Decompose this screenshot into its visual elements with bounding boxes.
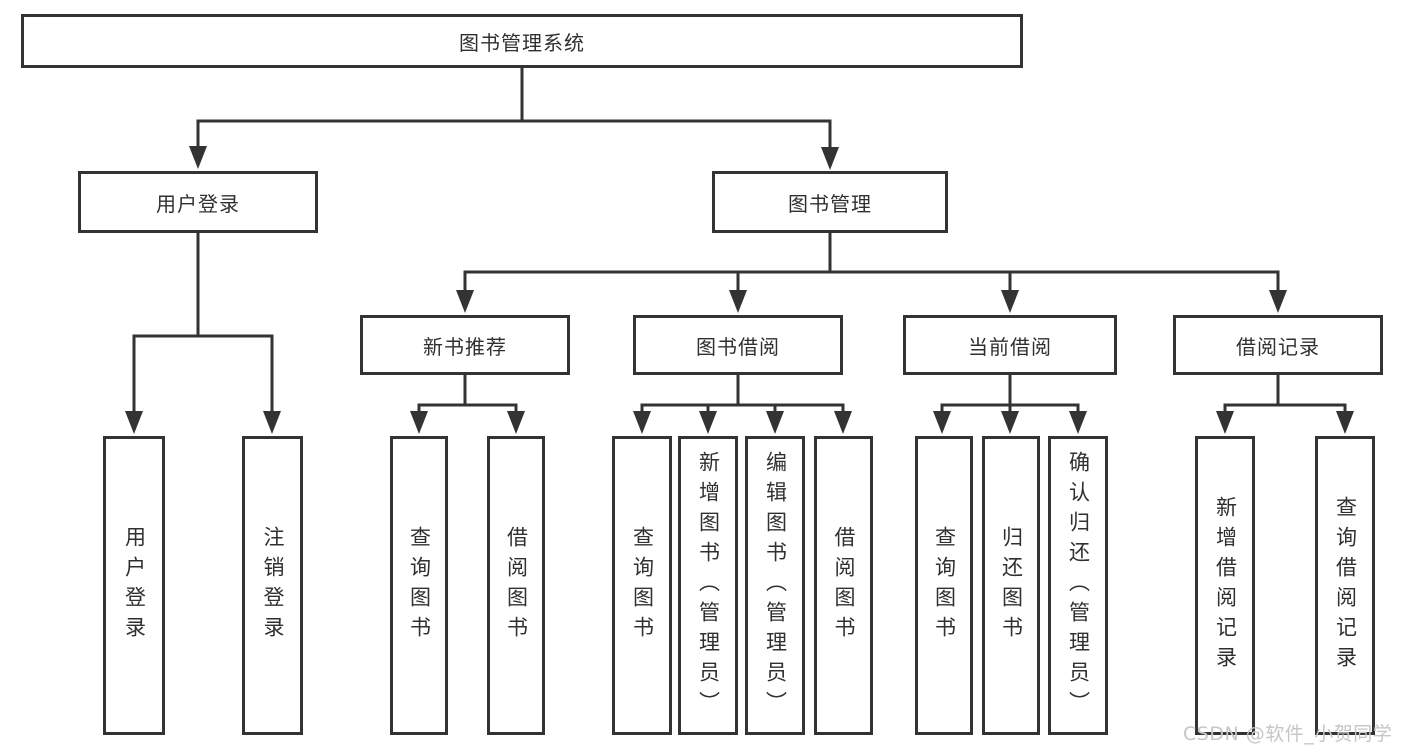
leaf-bb-edit-books-admin: 编辑图书（管理员） bbox=[745, 436, 805, 735]
leaf-nbr-borrow-books-label: 借阅图书 bbox=[504, 525, 529, 646]
csdn-watermark: CSDN @软件_小贺同学 bbox=[1183, 723, 1393, 745]
leaf-br-add-borrow-record: 新增借阅记录 bbox=[1195, 436, 1255, 735]
node-new-book-recommend: 新书推荐 bbox=[360, 315, 570, 375]
leaf-cb-return-books: 归还图书 bbox=[982, 436, 1040, 735]
leaf-bb-query-books-label: 查询图书 bbox=[630, 525, 655, 646]
leaf-br-query-borrow-record-label: 查询借阅记录 bbox=[1333, 495, 1358, 676]
leaf-nbr-query-books-label: 查询图书 bbox=[407, 525, 432, 646]
node-borrow-records: 借阅记录 bbox=[1173, 315, 1383, 375]
leaf-bb-edit-books-admin-label: 编辑图书（管理员） bbox=[763, 450, 788, 721]
node-new-book-recommend-label: 新书推荐 bbox=[423, 334, 507, 359]
node-book-management: 图书管理 bbox=[712, 171, 948, 233]
node-borrow-records-label: 借阅记录 bbox=[1236, 334, 1320, 359]
node-book-borrow-label: 图书借阅 bbox=[696, 334, 780, 359]
node-book-management-label: 图书管理 bbox=[788, 191, 872, 216]
leaf-logout-login-label: 注销登录 bbox=[261, 525, 285, 646]
node-current-borrow: 当前借阅 bbox=[903, 315, 1117, 375]
node-root: 图书管理系统 bbox=[21, 14, 1023, 68]
leaf-cb-query-books-label: 查询图书 bbox=[932, 525, 957, 646]
leaf-bb-add-books-admin: 新增图书（管理员） bbox=[678, 436, 738, 735]
leaf-nbr-query-books: 查询图书 bbox=[390, 436, 448, 735]
leaf-bb-borrow-books: 借阅图书 bbox=[814, 436, 873, 735]
node-user-login: 用户登录 bbox=[78, 171, 318, 233]
leaf-bb-borrow-books-label: 借阅图书 bbox=[832, 525, 856, 646]
node-user-login-label: 用户登录 bbox=[156, 191, 240, 216]
leaf-cb-confirm-return-admin-label: 确认归还（管理员） bbox=[1066, 450, 1091, 721]
node-book-borrow: 图书借阅 bbox=[633, 315, 843, 375]
node-root-label: 图书管理系统 bbox=[459, 30, 585, 55]
leaf-bb-query-books: 查询图书 bbox=[612, 436, 672, 735]
leaf-bb-add-books-admin-label: 新增图书（管理员） bbox=[696, 450, 721, 721]
leaf-user-login-label: 用户登录 bbox=[122, 525, 147, 646]
leaf-logout-login: 注销登录 bbox=[242, 436, 303, 735]
leaf-cb-query-books: 查询图书 bbox=[915, 436, 973, 735]
leaf-cb-confirm-return-admin: 确认归还（管理员） bbox=[1048, 436, 1108, 735]
leaf-cb-return-books-label: 归还图书 bbox=[999, 525, 1024, 646]
leaf-nbr-borrow-books: 借阅图书 bbox=[487, 436, 545, 735]
leaf-br-query-borrow-record: 查询借阅记录 bbox=[1315, 436, 1375, 735]
node-current-borrow-label: 当前借阅 bbox=[968, 334, 1052, 359]
leaf-user-login: 用户登录 bbox=[103, 436, 165, 735]
leaf-br-add-borrow-record-label: 新增借阅记录 bbox=[1213, 495, 1238, 676]
